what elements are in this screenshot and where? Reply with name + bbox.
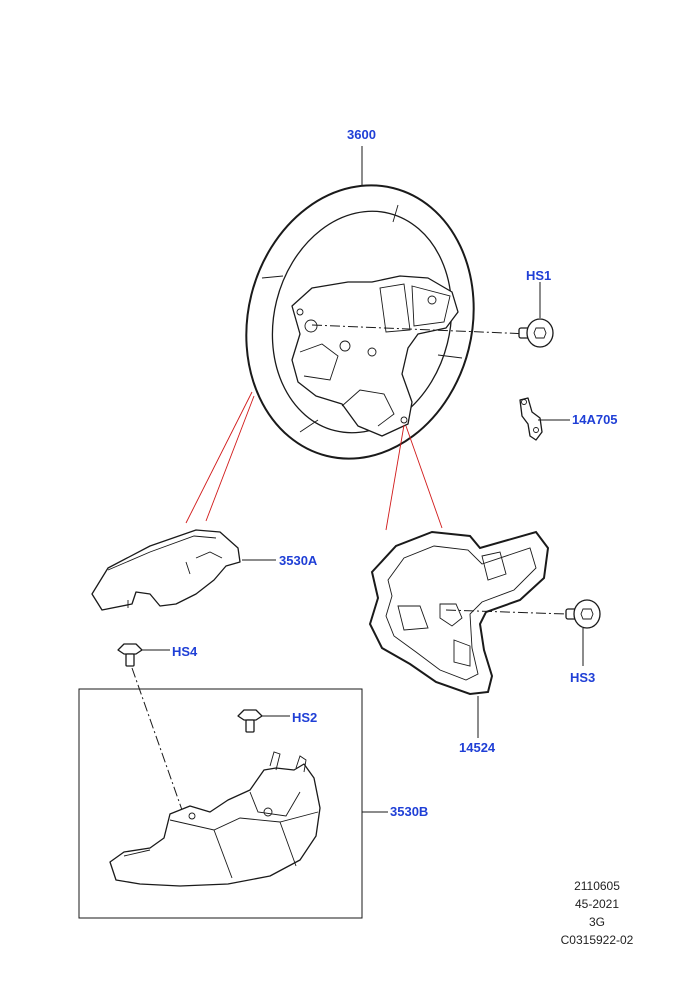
callout-14a705: 14A705	[572, 412, 618, 427]
callout-3530a: 3530A	[279, 553, 318, 568]
callout-3600: 3600	[347, 127, 376, 142]
reference-line-3: 3G	[589, 915, 605, 929]
reference-line-4: C0315922-02	[561, 933, 634, 947]
bracket-14a705	[519, 397, 543, 441]
screw-hs2	[237, 709, 263, 733]
trim-cover	[368, 530, 550, 696]
callout-3530b: 3530B	[390, 804, 428, 819]
callout-hs4: HS4	[172, 644, 198, 659]
screw-hs1	[518, 318, 554, 348]
lower-shroud-frame	[78, 688, 363, 919]
callout-hs1: HS1	[526, 268, 551, 283]
screw-hs4	[117, 643, 143, 667]
upper-shroud	[91, 529, 241, 611]
lower-shroud	[109, 751, 321, 887]
screw-hs3	[565, 599, 601, 629]
callout-hs2: HS2	[292, 710, 317, 725]
callout-hs3: HS3	[570, 670, 595, 685]
reference-line-2: 45-2021	[575, 897, 619, 911]
reference-line-1: 2110605	[574, 879, 620, 893]
callout-14524: 14524	[459, 740, 496, 755]
steering-wheel	[245, 184, 475, 460]
